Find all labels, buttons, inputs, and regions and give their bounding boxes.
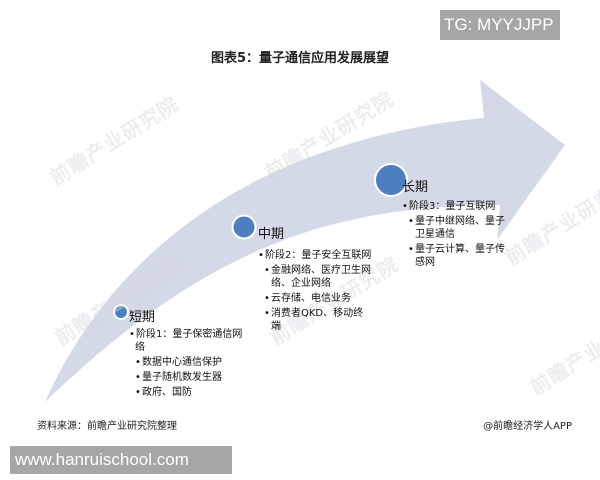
list-item: •量子中继网络、量子卫星通信 (408, 216, 505, 240)
stage-details-mid-term: •阶段2：量子安全互联网 •金融网络、医疗卫生网络、企业网络 •云存储、电信业务… (258, 249, 372, 335)
stage-heading: •阶段3：量子互联网 (402, 201, 496, 212)
node-long-term (374, 163, 408, 197)
list-item: •量子云计算、量子传感网 (408, 244, 505, 268)
stage-heading: •阶段2：量子安全互联网 (258, 250, 372, 261)
list-item: •云存储、电信业务 (264, 293, 351, 304)
top-overlay-badge: TG: MYYJJPP (440, 10, 560, 40)
credit-note: @前瞻经济学人APP (483, 421, 572, 432)
bottom-overlay-badge: www.hanruischool.com (10, 446, 232, 474)
list-item: •消费者QKD、移动终端 (264, 308, 364, 332)
list-item: •政府、国防 (135, 387, 192, 398)
source-note: 资料来源：前瞻产业研究院整理 (37, 421, 177, 432)
node-short-term (113, 304, 129, 320)
list-item: •金融网络、医疗卫生网络、企业网络 (264, 265, 371, 289)
list-item: •数据中心通信保护 (135, 357, 222, 368)
stage-heading: •阶段1：量子保密通信网络 (129, 329, 243, 353)
arrow-shape (45, 80, 565, 402)
stage-label-mid-term: 中期 (258, 227, 285, 242)
stage-details-long-term: •阶段3：量子互联网 •量子中继网络、量子卫星通信 •量子云计算、量子传感网 (402, 200, 506, 271)
node-mid-term (231, 214, 257, 240)
list-item: •量子随机数发生器 (135, 372, 222, 383)
stage-label-long-term: 长期 (402, 180, 429, 195)
stage-details-short-term: •阶段1：量子保密通信网络 •数据中心通信保护 •量子随机数发生器 •政府、国防 (129, 328, 247, 401)
stage-label-short-term: 短期 (129, 310, 156, 325)
chart-title: 图表5：量子通信应用发展展望 (210, 51, 390, 66)
